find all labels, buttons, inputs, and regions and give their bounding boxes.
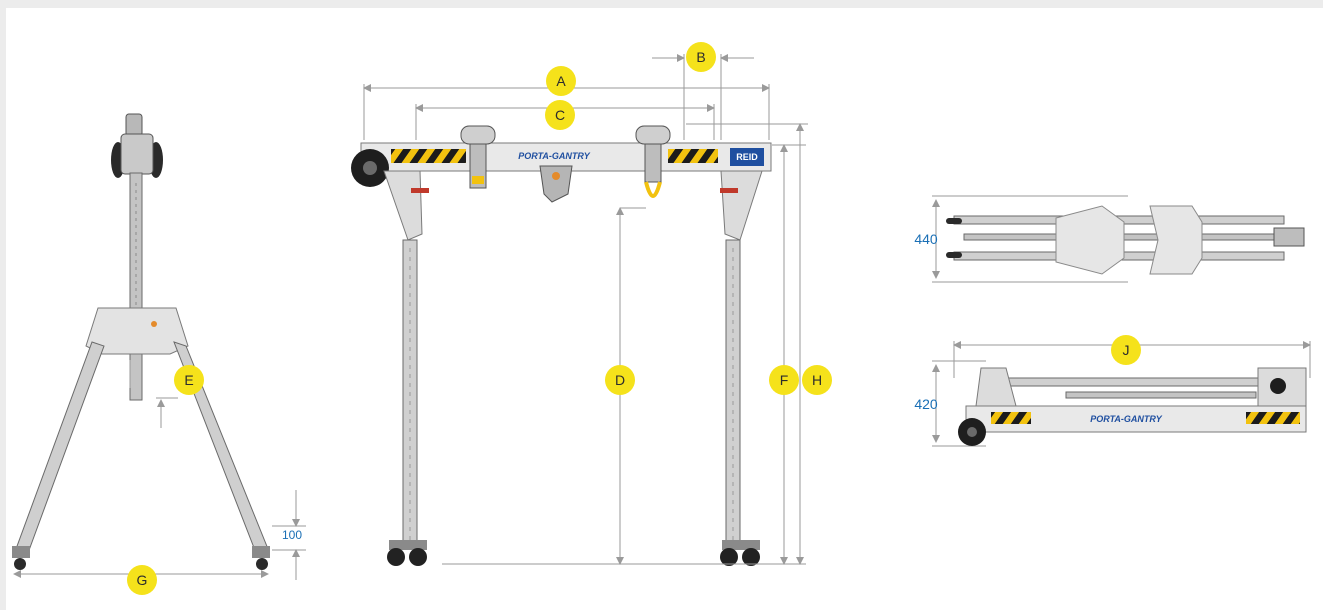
trolley-icon	[460, 125, 496, 189]
dim-wheel-offset: 100	[282, 528, 302, 542]
badge-c: C	[545, 100, 575, 130]
badge-d: D	[605, 365, 635, 395]
badge-c-label: C	[555, 107, 565, 123]
folded-side-view: 420 PORTA-GANTRY	[914, 341, 1311, 447]
badge-g-label: G	[137, 572, 148, 588]
brand-logo	[730, 148, 764, 166]
dim-folded-width: 440	[914, 231, 938, 247]
side-bracket-plate	[85, 307, 189, 355]
left-leg	[15, 341, 105, 554]
badge-a: A	[546, 66, 576, 96]
badge-j-label: J	[1123, 342, 1130, 358]
badge-b: B	[686, 42, 716, 72]
dim-folded-height: 420	[914, 396, 938, 412]
folded-bracket-plate	[1055, 205, 1125, 275]
right-end-plate	[720, 170, 763, 241]
folded-bracket-plate	[1149, 205, 1203, 275]
drawing-canvas: 100 PORTA-GANTRY REID	[6, 8, 1323, 610]
caster-icon	[387, 540, 427, 566]
badge-a-label: A	[556, 73, 566, 89]
hazard-stripe	[391, 149, 466, 163]
trolley-icon	[635, 125, 671, 198]
trolley-head-icon	[111, 113, 163, 178]
dimension-drawing: 100 PORTA-GANTRY REID	[12, 42, 1311, 595]
folded-top-view: 440	[914, 195, 1305, 283]
badge-f-label: F	[780, 372, 789, 388]
left-end-plate	[383, 170, 423, 241]
folded-brand-label: PORTA-GANTRY	[1090, 414, 1163, 424]
badge-e: E	[174, 365, 204, 395]
brand-label: PORTA-GANTRY	[518, 151, 591, 161]
badge-h: H	[802, 365, 832, 395]
badge-g: G	[127, 565, 157, 595]
caster-icon	[252, 546, 270, 570]
end-wheel-icon	[351, 149, 389, 187]
badge-b-label: B	[696, 49, 705, 65]
badge-j: J	[1111, 335, 1141, 365]
side-view-gantry: 100	[12, 113, 306, 580]
caster-icon	[12, 546, 30, 570]
folded-wheel-icon	[958, 418, 986, 446]
lifting-hook-icon	[644, 181, 662, 198]
brand-logo-text: REID	[736, 152, 758, 162]
hazard-stripe	[668, 149, 718, 163]
hoist-icon	[539, 165, 573, 203]
badge-f: F	[769, 365, 799, 395]
front-view-gantry: PORTA-GANTRY REID	[351, 54, 808, 566]
badge-h-label: H	[812, 372, 822, 388]
badge-e-label: E	[184, 372, 193, 388]
badge-d-label: D	[615, 372, 625, 388]
caster-icon	[720, 540, 760, 566]
